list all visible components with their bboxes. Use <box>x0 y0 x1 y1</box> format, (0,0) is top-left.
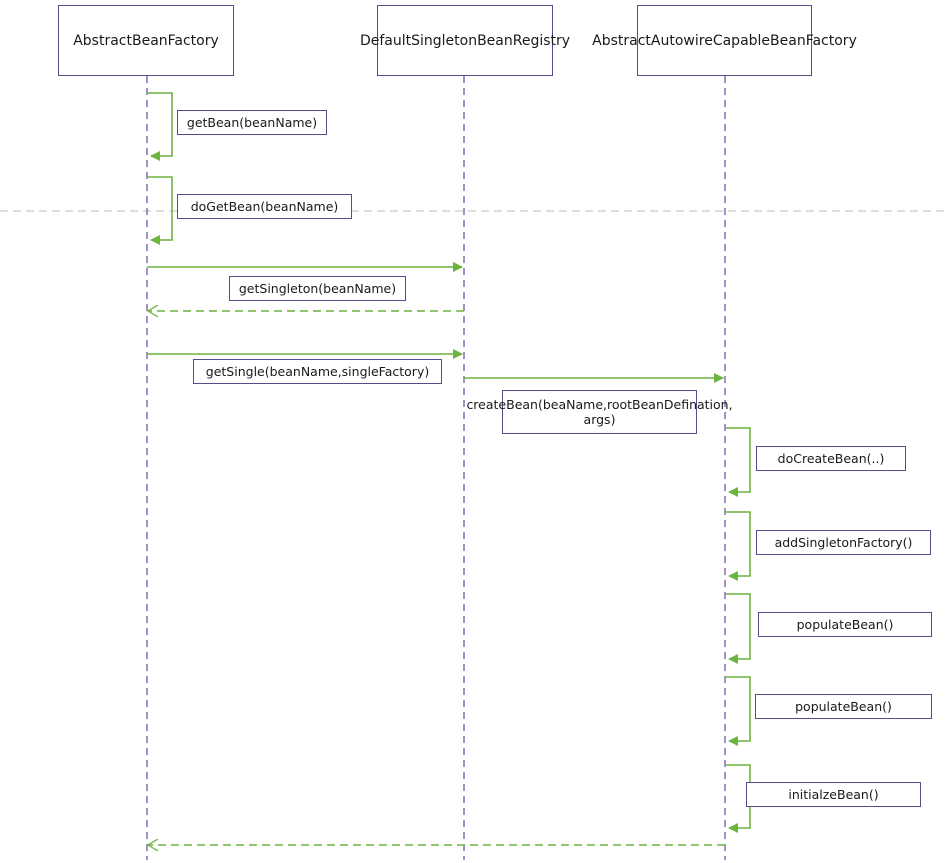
message-label: getSingle(beanName,singleFactory) <box>193 359 442 384</box>
participant-aacbf: AbstractAutowireCapableBeanFactory <box>592 5 857 76</box>
message-label: doCreateBean(..) <box>756 446 906 471</box>
message-label: populateBean() <box>755 694 932 719</box>
self-call-arrow <box>147 176 173 245</box>
self-call-arrow <box>147 92 173 161</box>
message-label: getBean(beanName) <box>177 110 327 135</box>
message-label: initialzeBean() <box>746 782 921 807</box>
self-call-arrow <box>725 593 751 664</box>
message-label: doGetBean(beanName) <box>177 194 352 219</box>
self-call-arrow <box>725 676 751 746</box>
message-label: addSingletonFactory() <box>756 530 931 555</box>
message-label: getSingleton(beanName) <box>229 276 406 301</box>
message-label: createBean(beaName,rootBeanDefination, a… <box>466 390 733 434</box>
self-call-arrow <box>725 511 751 581</box>
self-call-arrow <box>725 427 751 497</box>
lifelines <box>146 76 726 860</box>
participant-dsbr: DefaultSingletonBeanRegistry <box>360 5 570 76</box>
message-label: populateBean() <box>758 612 932 637</box>
participant-abf: AbstractBeanFactory <box>58 5 234 76</box>
messages <box>147 92 751 845</box>
